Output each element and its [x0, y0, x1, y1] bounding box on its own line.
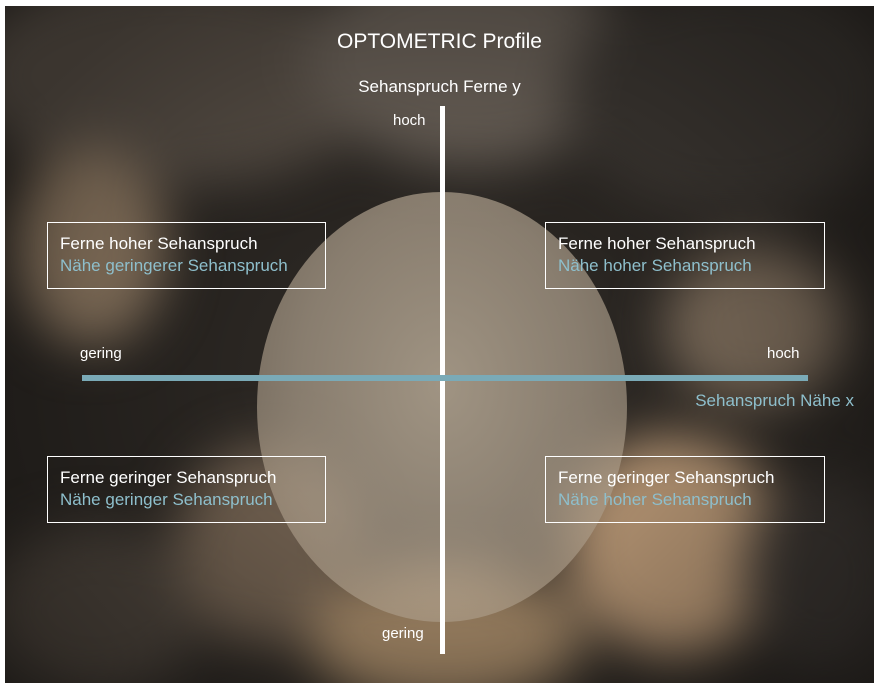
quadrant-bottom-left: Ferne geringer Sehanspruch Nähe geringer… — [47, 456, 326, 523]
quadrant-near-text: Nähe hoher Sehanspruch — [558, 256, 752, 275]
x-axis-line — [82, 375, 808, 381]
y-axis-low-label: gering — [382, 625, 424, 642]
quadrant-top-left: Ferne hoher Sehanspruch Nähe geringerer … — [47, 222, 326, 289]
quadrant-top-right: Ferne hoher Sehanspruch Nähe hoher Sehan… — [545, 222, 825, 289]
quadrant-bottom-right: Ferne geringer Sehanspruch Nähe hoher Se… — [545, 456, 825, 523]
quadrant-far-text: Ferne geringer Sehanspruch — [60, 468, 277, 487]
quadrant-near-text: Nähe geringer Sehanspruch — [60, 490, 273, 509]
quadrant-near-text: Nähe hoher Sehanspruch — [558, 490, 752, 509]
quadrant-far-text: Ferne hoher Sehanspruch — [558, 234, 756, 253]
x-axis-low-label: gering — [80, 345, 122, 362]
y-axis-high-label: hoch — [393, 112, 426, 129]
y-axis-title: Sehanspruch Ferne y — [358, 77, 521, 96]
diagram-title: OPTOMETRIC Profile — [337, 30, 542, 53]
x-axis-title: Sehanspruch Nähe x — [695, 391, 854, 410]
x-axis-high-label: hoch — [767, 345, 800, 362]
quadrant-far-text: Ferne hoher Sehanspruch — [60, 234, 258, 253]
diagram-canvas: OPTOMETRIC Profile Sehanspruch Ferne y h… — [5, 6, 874, 683]
quadrant-near-text: Nähe geringerer Sehanspruch — [60, 256, 288, 275]
quadrant-far-text: Ferne geringer Sehanspruch — [558, 468, 775, 487]
